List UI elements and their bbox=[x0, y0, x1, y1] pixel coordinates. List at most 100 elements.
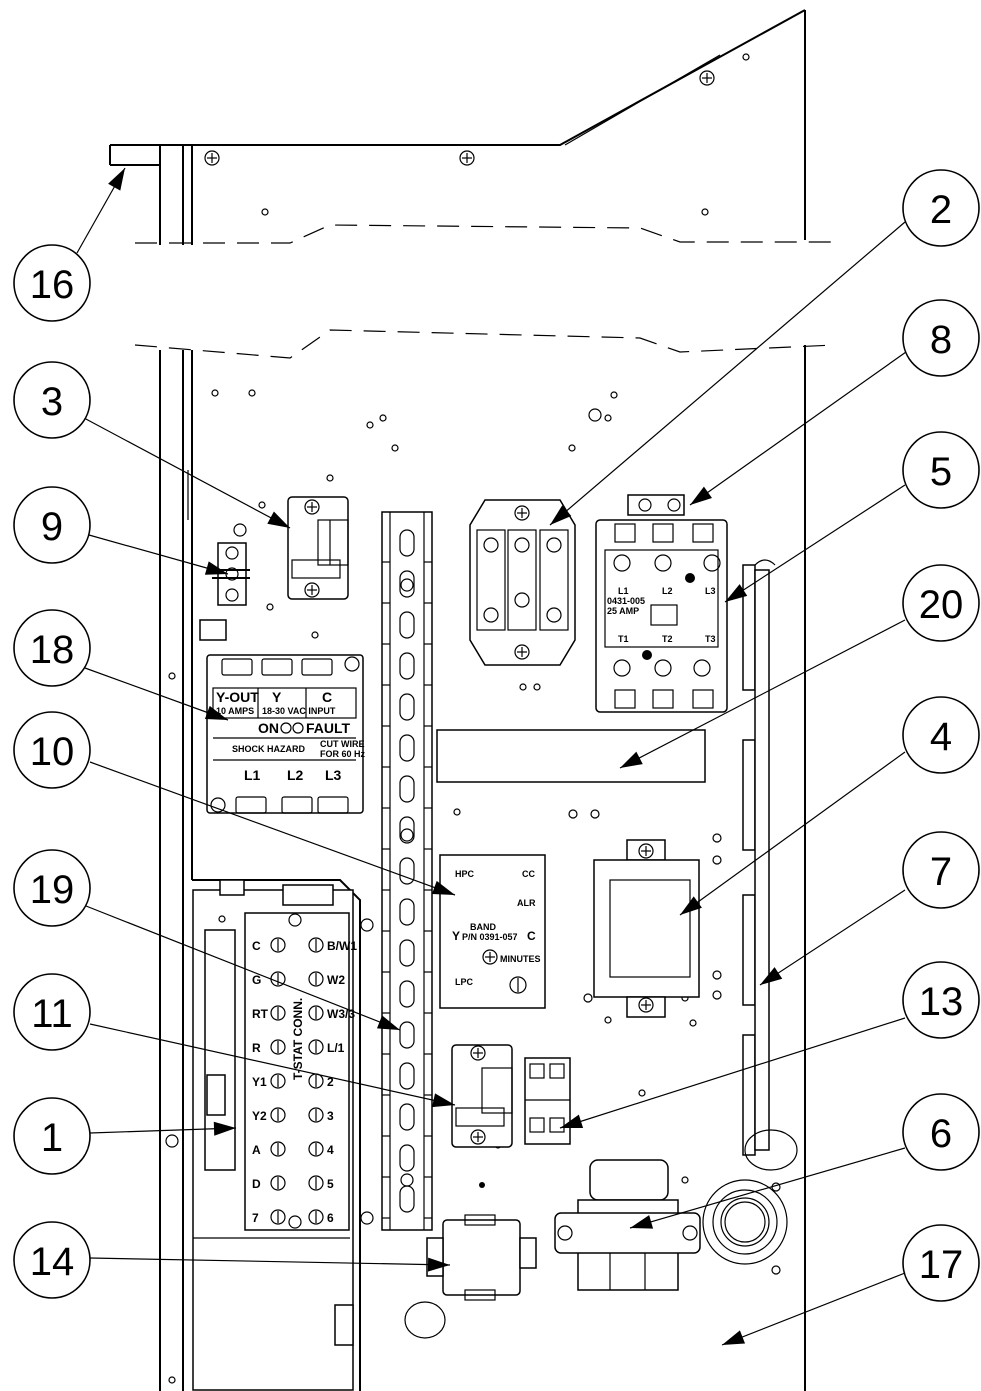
callout-number: 2 bbox=[930, 188, 952, 232]
callout-number: 17 bbox=[919, 1243, 964, 1287]
contactor-l1: L1 bbox=[618, 586, 629, 596]
ssr-l3: L3 bbox=[325, 767, 342, 783]
callout-number: 13 bbox=[919, 980, 964, 1024]
callout-number: 19 bbox=[30, 868, 75, 912]
mounting-holes bbox=[165, 389, 722, 1384]
transformer-4 bbox=[593, 839, 700, 1018]
screw-icon bbox=[699, 70, 715, 86]
arrowhead bbox=[760, 967, 783, 985]
arrowhead bbox=[427, 1257, 450, 1272]
din-rail-19 bbox=[381, 511, 433, 1231]
grommet bbox=[702, 1179, 788, 1275]
tstat-left-label: Y1 bbox=[252, 1075, 267, 1089]
callout-number: 10 bbox=[30, 730, 75, 774]
arrowhead bbox=[690, 486, 712, 505]
ssr-l2: L2 bbox=[287, 767, 304, 783]
contactor-part: 0431-005 bbox=[607, 596, 645, 606]
callout-number: 8 bbox=[930, 318, 952, 362]
screw-icon bbox=[459, 150, 475, 166]
callout-16: 16 bbox=[13, 244, 91, 322]
tstat-left-label: C bbox=[252, 939, 261, 953]
leader-line bbox=[629, 1147, 906, 1229]
contactor-t3: T3 bbox=[705, 634, 716, 644]
callout-11: 11 bbox=[13, 973, 91, 1051]
arrowhead bbox=[630, 1215, 654, 1229]
leader-line bbox=[619, 619, 906, 769]
callout-2: 2 bbox=[902, 169, 980, 247]
callout-number: 9 bbox=[41, 505, 63, 549]
arrowhead bbox=[431, 880, 455, 895]
leader-line bbox=[549, 221, 906, 526]
callout-1: 1 bbox=[13, 1097, 91, 1175]
label-strip-20 bbox=[436, 729, 706, 783]
ssr-shock: SHOCK HAZARD bbox=[232, 744, 305, 754]
terminal-block-13 bbox=[524, 1057, 571, 1145]
tstat-right-label: W3/3 bbox=[327, 1007, 355, 1021]
board-minutes: MINUTES bbox=[500, 954, 541, 964]
board-y: Y bbox=[452, 929, 460, 943]
arrowhead bbox=[550, 505, 572, 525]
callout-number: 6 bbox=[930, 1112, 952, 1156]
board-hpc: HPC bbox=[455, 869, 475, 879]
ssr-on: ON bbox=[258, 720, 279, 736]
ssr-col2: Y bbox=[272, 689, 282, 705]
vertical-bracket-7 bbox=[742, 559, 798, 1171]
arrowhead bbox=[267, 511, 290, 528]
arrowhead bbox=[108, 168, 125, 191]
leader-line bbox=[89, 1023, 456, 1106]
contactor-l2: L2 bbox=[662, 586, 673, 596]
contactor-l3: L3 bbox=[705, 586, 716, 596]
leader-line bbox=[84, 667, 229, 721]
callout-19: 19 bbox=[13, 849, 91, 927]
callout-5: 5 bbox=[902, 431, 980, 509]
tstat-right-label: 3 bbox=[327, 1109, 334, 1123]
tstat-left-label: D bbox=[252, 1177, 261, 1191]
relay-11 bbox=[451, 1044, 513, 1148]
leader-line bbox=[85, 905, 401, 1031]
callout-14: 14 bbox=[13, 1221, 91, 1299]
ssr-l1: L1 bbox=[244, 767, 261, 783]
callout-number: 14 bbox=[30, 1240, 75, 1284]
tstat-left-label: R bbox=[252, 1041, 261, 1055]
board-cc: CC bbox=[522, 869, 535, 879]
callout-number: 3 bbox=[41, 380, 63, 424]
tstat-right-label: 2 bbox=[327, 1075, 334, 1089]
ssr-cutwire: CUT WIRE bbox=[320, 739, 365, 749]
contactor-amp: 25 AMP bbox=[607, 606, 639, 616]
tstat-title: T-STAT CONN. bbox=[291, 998, 305, 1080]
board-alr: ALR bbox=[517, 898, 536, 908]
board-c: C bbox=[527, 929, 536, 943]
ssr-col1b: 10 AMPS bbox=[216, 706, 254, 716]
motor-6 bbox=[554, 1159, 701, 1291]
contactor-t1: T1 bbox=[618, 634, 629, 644]
contactor-t2: T2 bbox=[662, 634, 673, 644]
arrowhead bbox=[725, 584, 748, 602]
board-title: BAND bbox=[470, 922, 496, 932]
tstat-left-label: Y2 bbox=[252, 1109, 267, 1123]
panel-frame bbox=[109, 9, 836, 1391]
arrowhead bbox=[620, 751, 643, 768]
leader-line bbox=[724, 484, 906, 603]
ssr-cutwire2: FOR 60 Hz bbox=[320, 749, 366, 759]
arrowhead bbox=[204, 561, 228, 575]
callout-number: 5 bbox=[930, 450, 952, 494]
leader-line bbox=[759, 889, 906, 986]
callout-3: 3 bbox=[13, 361, 91, 439]
leader-line bbox=[689, 351, 907, 506]
tstat-right-label: B/W1 bbox=[327, 939, 357, 953]
leader-line bbox=[89, 761, 456, 896]
tstat-right-label: W2 bbox=[327, 973, 345, 987]
tstat-right-label: 4 bbox=[327, 1143, 334, 1157]
leader-line bbox=[721, 1272, 906, 1346]
callout-4: 4 bbox=[902, 696, 980, 774]
arrowhead bbox=[560, 1114, 584, 1128]
callout-10: 10 bbox=[13, 711, 91, 789]
arrowhead bbox=[376, 1015, 400, 1030]
tstat-left-label: RT bbox=[252, 1007, 269, 1021]
arrowhead bbox=[722, 1330, 746, 1345]
tstat-left-label: 7 bbox=[252, 1211, 259, 1225]
callout-number: 11 bbox=[31, 992, 73, 1036]
